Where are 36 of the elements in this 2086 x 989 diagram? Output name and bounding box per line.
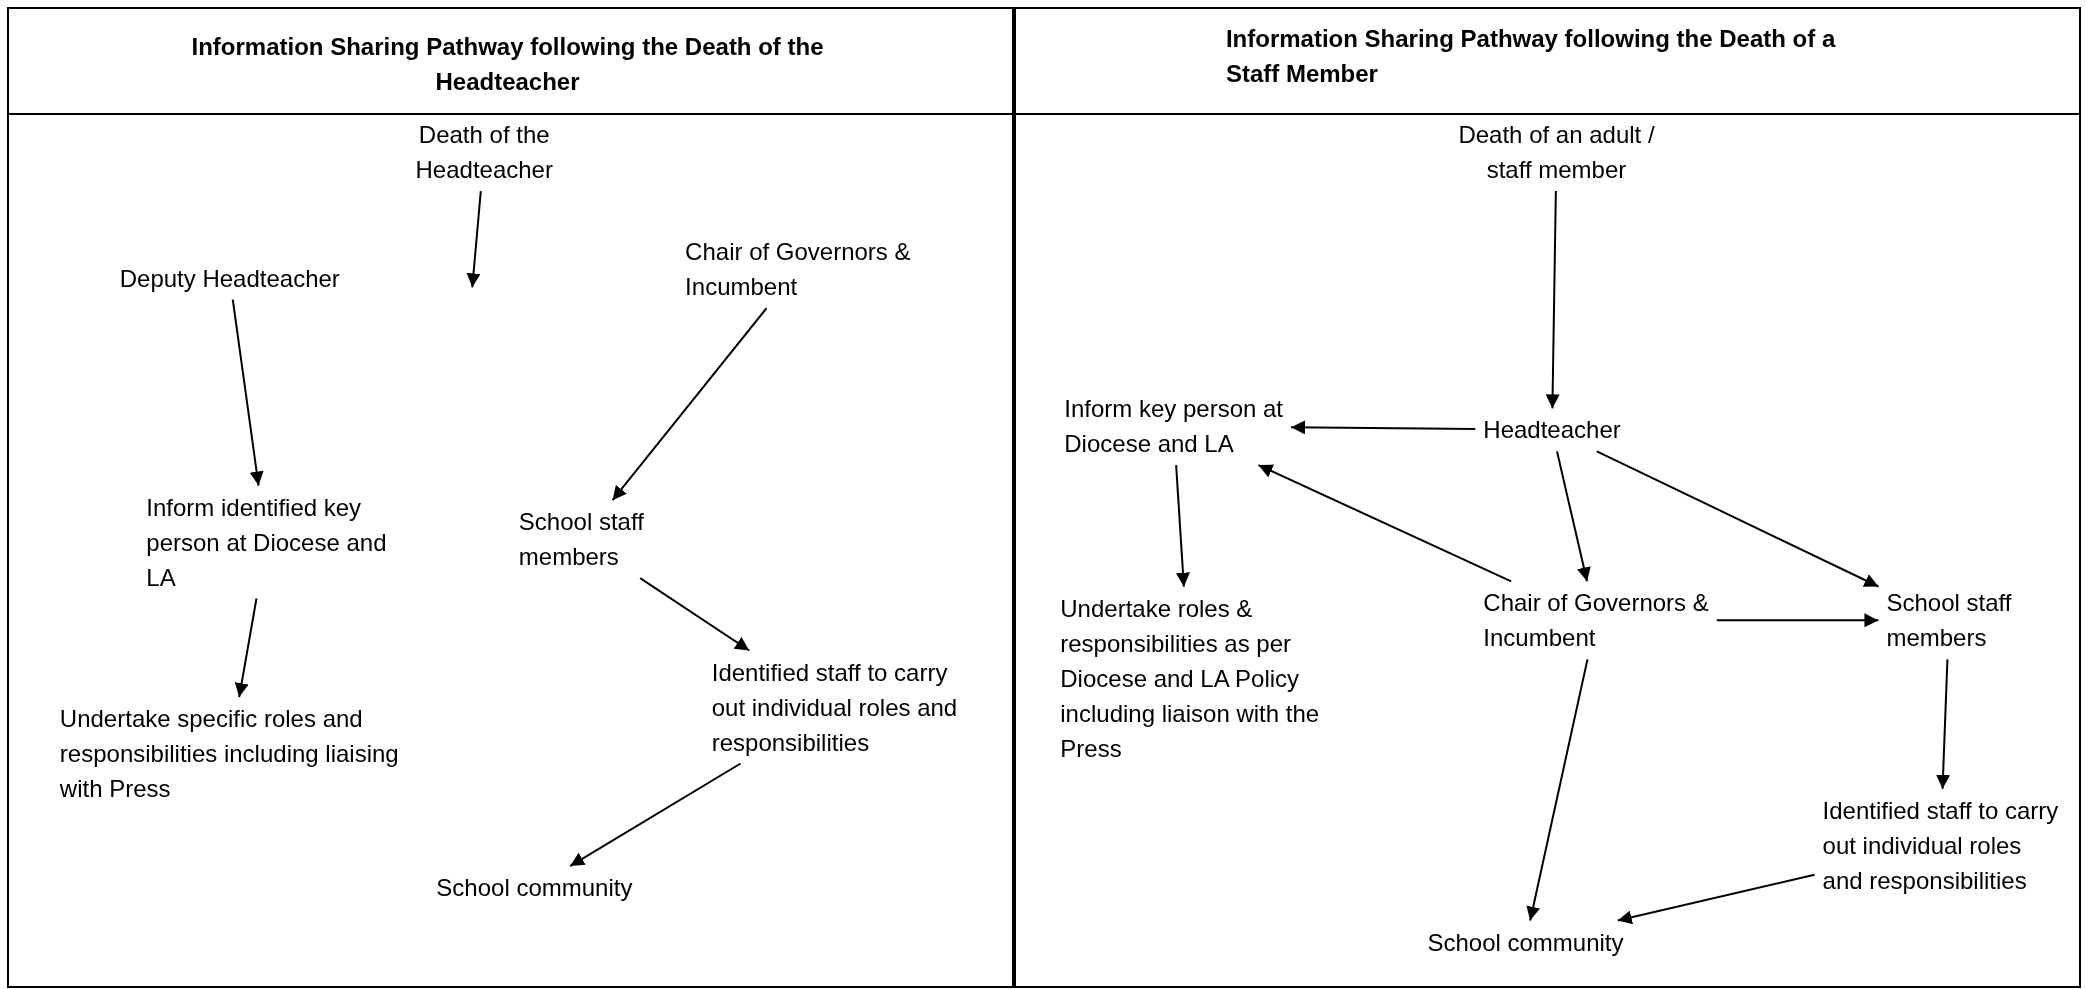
arrow	[1545, 190, 1560, 410]
table-column-panel	[6, 6, 1014, 989]
flow-step-text: Inform key person at Diocese and LA	[1064, 391, 1304, 462]
arrow	[466, 190, 482, 289]
arrow	[1595, 450, 1880, 588]
flow-step-text: Headteacher	[1483, 412, 1637, 448]
arrow	[1526, 658, 1589, 922]
flow-step-text: School community	[1427, 924, 1654, 960]
arrow	[1290, 420, 1477, 435]
column-heading: Information Sharing Pathway following the Death of the Headteacher	[190, 31, 825, 97]
arrow	[611, 307, 768, 502]
arrow	[1936, 658, 1951, 790]
arrow	[1616, 873, 1816, 925]
arrow	[231, 298, 264, 487]
flow-step-text: Undertake specific roles and responsibilities including liaising with Press	[59, 701, 420, 807]
column-heading: Information Sharing Pathway following the Death of a Staff Member	[1225, 23, 1837, 89]
flow-step-text: Undertake roles & responsibilities as per Diocese and LA Policy including liaison with the Press	[1060, 590, 1340, 766]
arrow	[569, 762, 742, 868]
arrow	[1715, 613, 1880, 628]
flow-step-text: Deputy Headteacher	[119, 260, 346, 296]
flow-step-text: School staff members	[1886, 585, 2047, 656]
flow-step-text: Identified staff to carry out individual roles and responsibilities	[711, 654, 958, 760]
arrow	[234, 597, 258, 699]
flow-step-text: Death of the Headteacher	[399, 117, 570, 188]
arrow	[639, 577, 751, 652]
arrow	[1175, 464, 1190, 588]
flow-step-text: Identified staff to carry out individual roles and responsibilities	[1822, 792, 2062, 898]
flow-step-text: Chair of Governors & Incumbent	[1483, 585, 1737, 656]
arrow	[1556, 450, 1591, 583]
flow-step-text: School community	[436, 870, 663, 906]
arrow	[1257, 464, 1513, 583]
flow-step-text: Inform identified key person at Diocese and LA	[146, 489, 413, 595]
flow-step-text: School staff members	[518, 504, 666, 575]
flow-step-text: Death of an adult / staff member	[1443, 117, 1670, 188]
flow-step-text: Chair of Governors & Incumbent	[685, 234, 952, 305]
table-column-panel	[1013, 6, 2081, 989]
